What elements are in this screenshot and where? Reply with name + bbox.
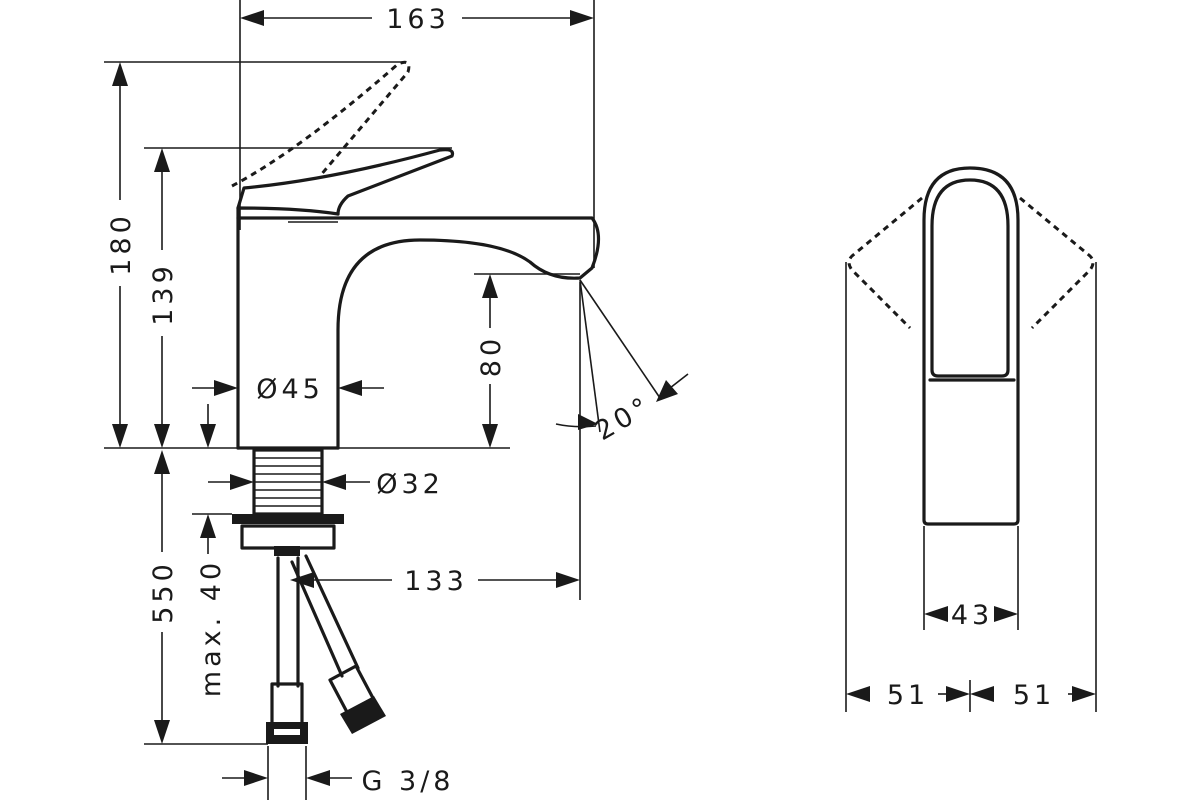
dim-height-total: 180 [106, 212, 137, 276]
handle-front-inner [930, 178, 1010, 378]
hose-straight [276, 556, 300, 688]
lever-closed-outline [236, 148, 455, 216]
dim-spout-angle: 20° [590, 390, 657, 447]
dim-spout-height: 80 [476, 335, 507, 377]
hose-fitting-left-notch [274, 729, 300, 735]
nut-bolt [274, 546, 300, 556]
front-view-dimensions [845, 262, 1097, 712]
handle-swing-left-dashed [847, 196, 923, 330]
dim-body-diameter: Ø45 [256, 374, 324, 405]
dim-height-lever: 139 [148, 262, 179, 326]
hose-fitting-right [340, 696, 386, 734]
faucet-front-view [847, 166, 1095, 526]
faucet-top-cap [236, 206, 340, 220]
dim-width-total: 163 [386, 4, 450, 35]
lever-open-dashed-outline [231, 60, 411, 188]
dim-spout-projection: 133 [404, 566, 468, 597]
dim-handle-width: 43 [951, 600, 993, 631]
dim-swing-left: 51 [887, 680, 929, 711]
dim-pipe-length: 550 [148, 560, 179, 624]
mounting-nut [240, 524, 336, 550]
faucet-body-outline [236, 216, 601, 450]
dim-thread-diameter: Ø32 [376, 469, 444, 500]
hose-connector-left [270, 682, 304, 728]
thread-lines [254, 457, 322, 507]
dim-max-thickness: max. 40 [196, 559, 227, 697]
hose-angled [290, 554, 360, 678]
dim-swing-right: 51 [1013, 680, 1055, 711]
handle-front-outline [922, 166, 1020, 526]
side-view-dimensions [104, 0, 689, 800]
mounting-plate [232, 514, 344, 524]
dim-connection: G 3/8 [362, 766, 455, 797]
handle-swing-right-dashed [1019, 196, 1095, 330]
